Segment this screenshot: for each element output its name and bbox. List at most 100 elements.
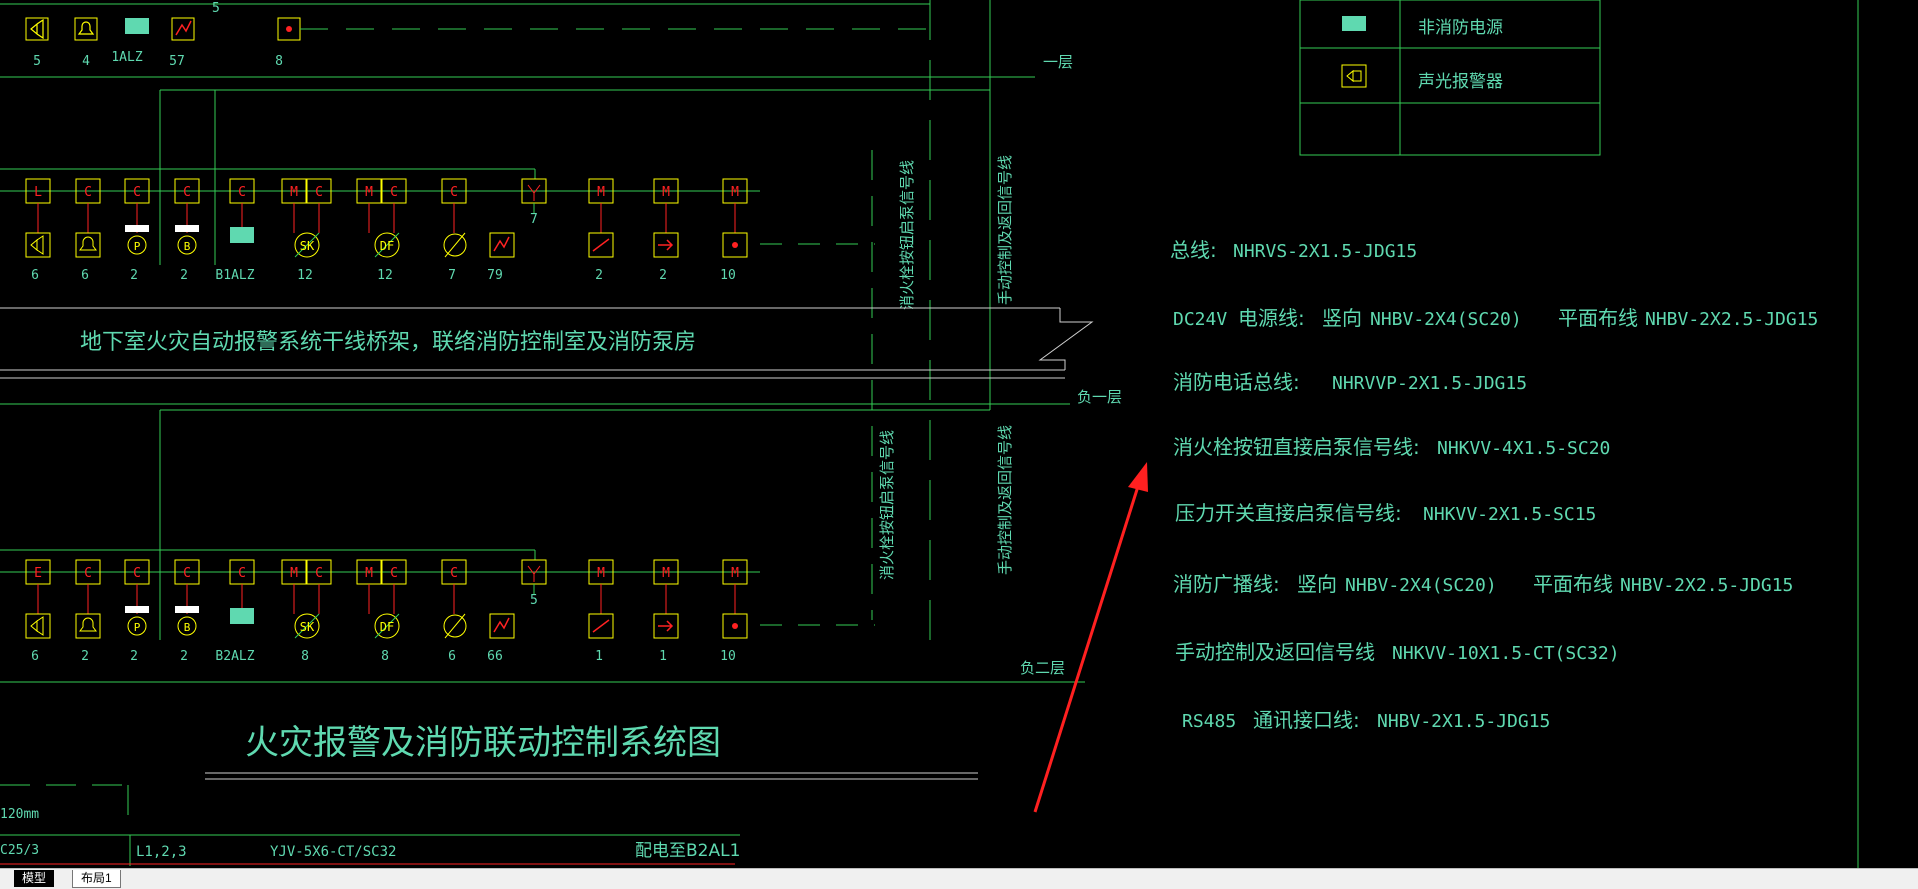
note-spec: NHBV-2X4(SC20)	[1370, 309, 1522, 330]
device-code: C	[84, 185, 92, 200]
button-switch-bar	[175, 606, 199, 613]
speaker-symbol	[25, 232, 51, 258]
valve-circle	[443, 233, 467, 257]
legend-label: 声光报警器	[1418, 72, 1503, 92]
device-code: C	[183, 185, 191, 200]
note-label: 通讯接口线:	[1253, 708, 1360, 732]
diagram-title: 火灾报警及消防联动控制系统图	[245, 723, 721, 763]
top-device-row: 5 4 1ALZ 57 8 5	[0, 1, 930, 69]
alarm-symbol	[489, 613, 515, 639]
count-label: 6	[81, 268, 89, 283]
device-code: C	[315, 185, 323, 200]
arrow-module	[653, 613, 679, 639]
cable-tray: 地下室火灾自动报警系统干线桥架，联络消防控制室及消防泵房	[0, 307, 1094, 379]
note-spec: NHBV-2X2.5-JDG15	[1620, 575, 1793, 596]
count-label: 8	[275, 54, 283, 69]
count-label: 57	[169, 54, 185, 69]
button-switch-circle	[177, 616, 197, 636]
alarm-icon	[493, 617, 510, 633]
arrow-module	[653, 232, 679, 258]
device-code: L	[34, 185, 42, 200]
legend-label: 非消防电源	[1418, 18, 1503, 38]
floor-label: 负一层	[1077, 388, 1122, 406]
device-code: C	[238, 185, 246, 200]
device-code: E	[34, 566, 42, 581]
cable-label: YJV-5X6-CT/SC32	[270, 844, 396, 860]
sound-light-alarm-symbol	[1341, 64, 1367, 88]
cable-notes: 总线: NHRVS-2X1.5-JDG15 DC24V 电源线: 竖向 NHBV…	[1170, 238, 1818, 732]
device-code: M	[731, 185, 739, 200]
count-label: 6	[448, 649, 456, 664]
pressure-switch-circle	[127, 235, 147, 255]
note-spec: NHKVV-10X1.5-CT(SC32)	[1392, 643, 1620, 664]
note-label: 竖向	[1322, 306, 1362, 330]
count-label: B1ALZ	[215, 268, 254, 283]
df-label: DF	[380, 620, 394, 634]
button-switch-circle	[177, 235, 197, 255]
arrow-icon	[658, 620, 674, 632]
red-arrow-annotation	[1033, 462, 1148, 813]
count-label: 6	[31, 268, 39, 283]
speaker-icon	[30, 616, 44, 636]
button-switch-bar	[175, 225, 199, 232]
tab-layout1[interactable]: 布局1	[72, 870, 121, 888]
tray-label: 地下室火灾自动报警系统干线桥架，联络消防控制室及消防泵房	[80, 330, 696, 355]
tab-model[interactable]: 模型	[14, 870, 55, 887]
sk-circle	[294, 613, 320, 639]
pressure-switch-label: P	[134, 621, 141, 634]
device-code: M	[597, 566, 605, 581]
alarm-icon	[493, 236, 510, 252]
note-label: 电源线:	[1238, 306, 1305, 330]
device-code: C	[84, 566, 92, 581]
bell-symbol	[74, 17, 98, 41]
pressure-switch-bar	[125, 225, 149, 232]
note-label: 平面布线	[1558, 306, 1638, 330]
sk-label: SK	[300, 239, 315, 253]
count-label: 2	[130, 268, 138, 283]
dim-label: 120mm	[0, 807, 39, 822]
non-fire-power-symbol	[1342, 16, 1366, 31]
note-label: DC24V	[1173, 309, 1227, 330]
note-label: 压力开关直接启泵信号线:	[1175, 501, 1402, 525]
device-code: C	[315, 566, 323, 581]
count-label: 2	[595, 268, 603, 283]
note-label: 总线:	[1170, 238, 1217, 262]
note-label: 消防广播线:	[1173, 572, 1280, 596]
bell-icon	[79, 617, 97, 632]
antenna-icon	[527, 184, 541, 201]
df-circle	[374, 613, 400, 639]
device-code: M	[662, 185, 670, 200]
valve-module	[588, 613, 614, 639]
count-label: 12	[377, 268, 393, 283]
device-code: M	[365, 566, 373, 581]
valve-icon	[592, 238, 610, 252]
dot-module	[722, 232, 748, 258]
sk-circle	[294, 232, 320, 258]
count-label: 10	[720, 268, 736, 283]
count-label: 4	[82, 54, 90, 69]
non-fire-power-symbol	[125, 18, 149, 34]
bell-icon	[79, 236, 97, 251]
pressure-switch-label: P	[134, 240, 141, 253]
note-spec: NHBV-2X4(SC20)	[1345, 575, 1497, 596]
vertical-label: 消火栓按钮启泵信号线	[898, 160, 916, 310]
button-switch-label: B	[184, 621, 191, 634]
df-circle	[374, 232, 400, 258]
count-label: 5	[530, 593, 538, 608]
device-code: M	[597, 185, 605, 200]
count-label: 1ALZ	[111, 50, 142, 65]
count-label: 2	[81, 649, 89, 664]
note-label: 消火栓按钮直接启泵信号线:	[1173, 435, 1420, 459]
speaker-symbol	[25, 613, 51, 639]
layout-tab-bar: 模型 布局1	[0, 868, 1918, 889]
count-label: 12	[297, 268, 313, 283]
dot-icon	[732, 623, 738, 629]
note-label: 平面布线	[1533, 572, 1613, 596]
count-label: 5	[33, 54, 41, 69]
note-spec: NHKVV-4X1.5-SC20	[1437, 438, 1610, 459]
device-code: C	[183, 566, 191, 581]
speaker-icon	[30, 235, 44, 255]
cad-canvas[interactable]: 5 4 1ALZ 57 8 5 一层 消火栓按钮启泵信号线 手动控制及返回信号线…	[0, 0, 1918, 868]
bell-symbol	[75, 232, 101, 258]
device-code: M	[662, 566, 670, 581]
